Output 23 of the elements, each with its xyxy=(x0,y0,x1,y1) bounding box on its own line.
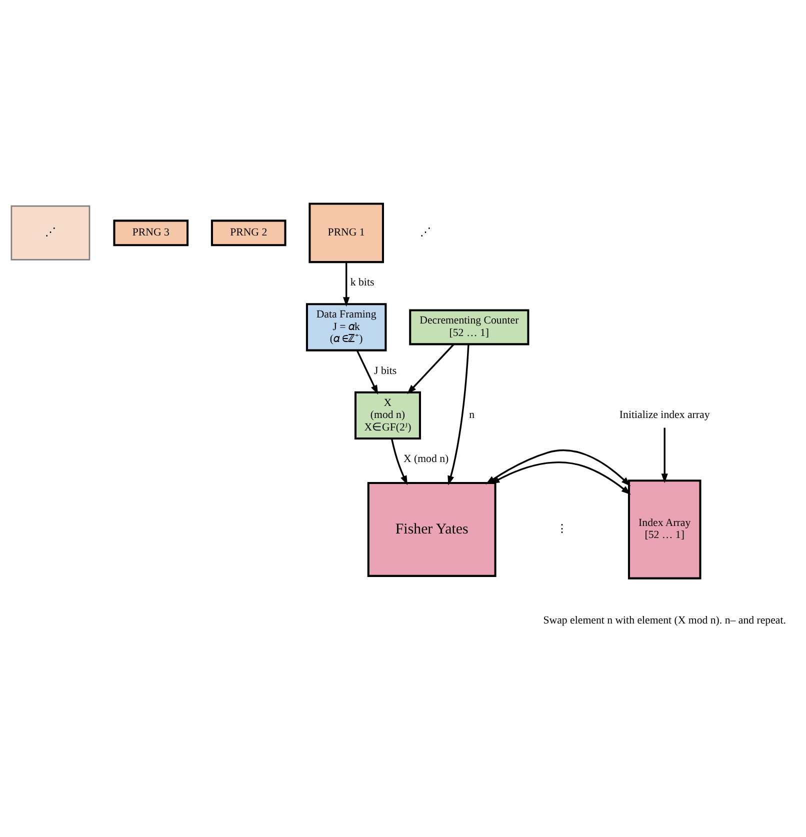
edge-label: n xyxy=(469,409,475,422)
edge-label: X (mod n) xyxy=(403,453,449,466)
edge-label: J bits xyxy=(374,364,397,377)
label: ⋰ xyxy=(420,226,432,238)
node-box: Index Array [52 … 1] xyxy=(628,480,702,580)
node-box: ⋰ xyxy=(10,205,90,260)
node-box: PRNG 2 xyxy=(210,220,286,246)
arrow xyxy=(448,344,470,486)
node-text: Initialize index array xyxy=(619,409,710,422)
node-box: Data Framing J = 𝛼k (𝛼 ∈ℤ⁺) xyxy=(306,303,387,352)
label: Swap element n with element (X mod n). n– and repeat. xyxy=(543,614,786,627)
arrow xyxy=(407,344,454,394)
label: ⋮ xyxy=(556,523,568,536)
edge-label: k bits xyxy=(350,276,374,289)
node-box: PRNG 1 xyxy=(308,202,384,264)
node-box: PRNG 3 xyxy=(113,220,189,246)
node-box: Decrementing Counter [52 … 1] xyxy=(409,309,530,346)
node-box: X (mod n) X∈GF(2ᴶ) xyxy=(354,391,421,440)
arrow xyxy=(661,428,668,484)
node-box: Fisher Yates xyxy=(367,482,496,577)
arrow xyxy=(356,350,378,395)
arrow xyxy=(390,438,408,486)
arrow xyxy=(343,262,350,307)
